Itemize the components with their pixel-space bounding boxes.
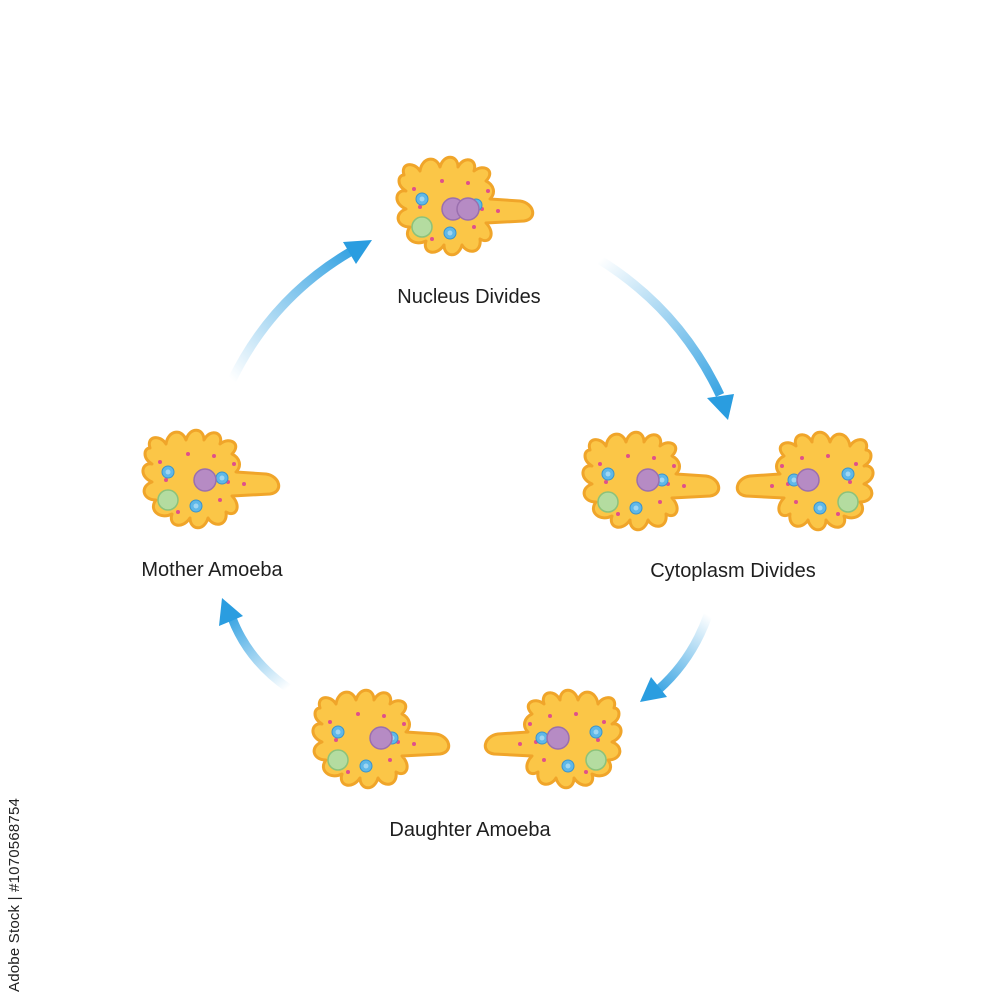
arrow-mother-to-nucleus <box>227 240 372 382</box>
amoeba-mother <box>141 428 281 530</box>
nucleus-daughter-right <box>546 726 570 750</box>
nucleus-right <box>456 197 480 221</box>
arrow-daughters-to-mother <box>219 598 291 692</box>
stock-watermark-id: Adobe Stock | #1070568754 <box>6 797 23 992</box>
label-mother-amoeba: Mother Amoeba <box>141 559 283 581</box>
label-cytoplasm-divides: Cytoplasm Divides <box>650 560 816 582</box>
label-daughter-amoeba: Daughter Amoeba <box>389 819 551 841</box>
amoeba-daughters <box>311 688 623 790</box>
amoeba-cytoplasm-divides <box>581 430 875 532</box>
nucleus-mother <box>193 468 217 492</box>
nucleus-daughter-left <box>369 726 393 750</box>
arrow-nucleus-to-cytoplasm <box>597 256 734 420</box>
nucleus-left-cell <box>636 468 660 492</box>
label-nucleus-divides: Nucleus Divides <box>397 286 540 308</box>
arrow-cytoplasm-to-daughters <box>640 613 713 702</box>
amoeba-nucleus-divides <box>395 155 535 257</box>
nucleus-right-cell <box>796 468 820 492</box>
